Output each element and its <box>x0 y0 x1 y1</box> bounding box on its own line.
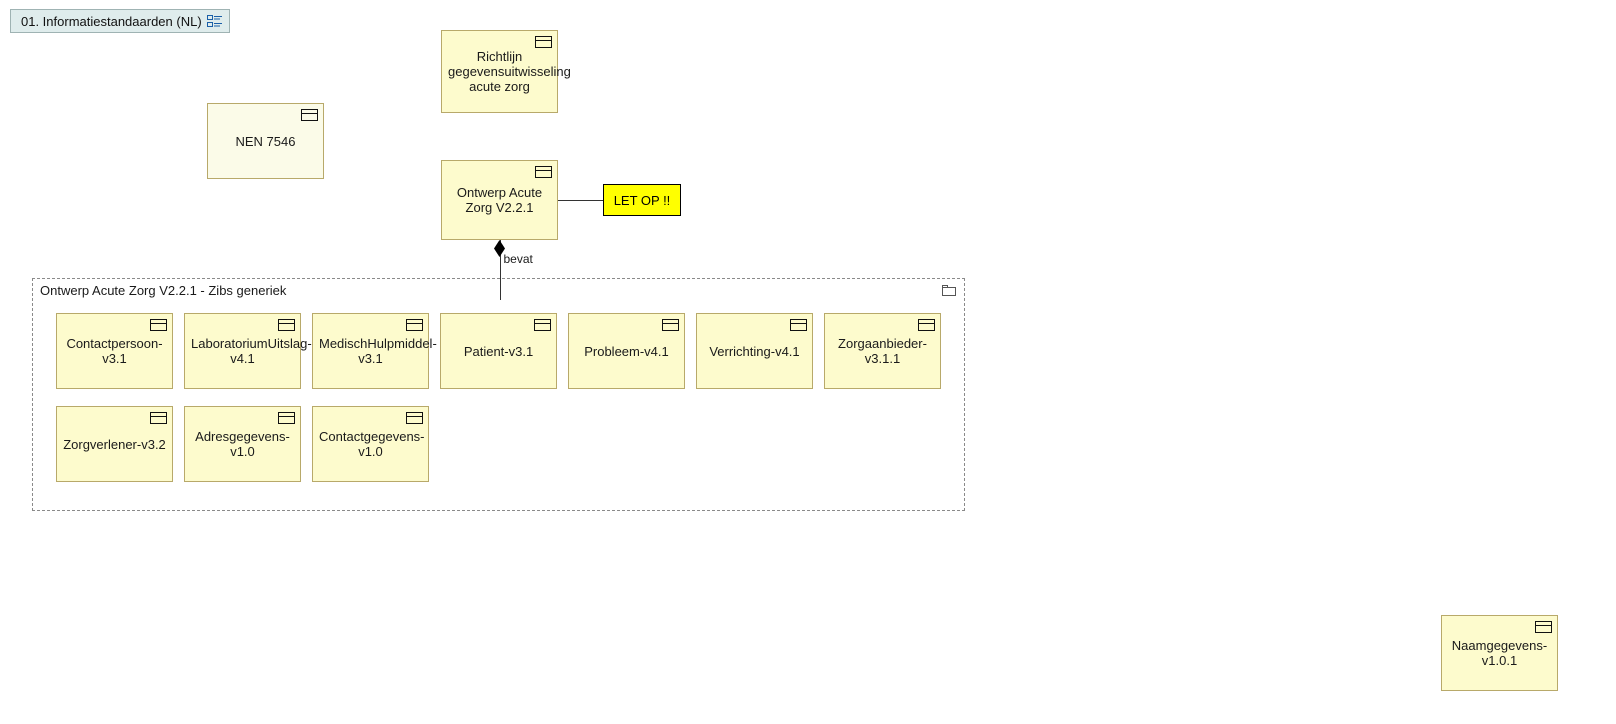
connector-label-bevat: bevat <box>503 252 533 266</box>
class-glyph-icon <box>278 319 295 331</box>
class-glyph-icon <box>790 319 807 331</box>
package-title-label: Ontwerp Acute Zorg V2.2.1 - Zibs generie… <box>40 283 287 298</box>
class-glyph-icon <box>1535 621 1552 633</box>
class-glyph-icon <box>535 36 552 48</box>
element-ontwerp-acute-zorg-v221[interactable]: Ontwerp Acute Zorg V2.2.1 <box>441 160 558 240</box>
element-label: Ontwerp Acute Zorg V2.2.1 <box>456 185 543 215</box>
class-glyph-icon <box>406 412 423 424</box>
diagram-title-label: 01. Informatiestandaarden (NL) <box>21 13 202 29</box>
element-probleem[interactable]: Probleem-v4.1 <box>568 313 685 389</box>
element-label: Patient-v3.1 <box>463 343 534 359</box>
element-laboratoriumuitslag[interactable]: LaboratoriumUitslag-v4.1 <box>184 313 312 389</box>
element-label: MedischHulpmiddel-v3.1 <box>319 336 437 366</box>
element-label: Zorgaanbieder-v3.1.1 <box>838 336 927 366</box>
connector-ontwerp-to-note[interactable] <box>558 200 603 201</box>
class-glyph-icon <box>301 109 318 121</box>
class-glyph-icon <box>535 166 552 178</box>
element-label: Probleem-v4.1 <box>584 343 669 359</box>
element-label: Zorgverlener-v3.2 <box>63 436 166 452</box>
class-glyph-icon <box>150 412 167 424</box>
class-glyph-icon <box>662 319 679 331</box>
element-label: Verrichting-v4.1 <box>709 343 800 359</box>
element-label: NEN 7546 <box>235 133 296 149</box>
class-glyph-icon <box>534 319 551 331</box>
diagram-title-tab[interactable]: 01. Informatiestandaarden (NL) <box>10 9 230 33</box>
class-glyph-icon <box>278 412 295 424</box>
element-label: Adresgegevens-v1.0 <box>195 429 290 459</box>
element-label: LaboratoriumUitslag-v4.1 <box>191 336 312 366</box>
composition-diamond-icon <box>494 240 505 257</box>
element-adresgegevens[interactable]: Adresgegevens-v1.0 <box>184 406 301 482</box>
element-label: Contactpersoon-v3.1 <box>66 336 163 366</box>
package-zibs-generiek[interactable]: Ontwerp Acute Zorg V2.2.1 - Zibs generie… <box>32 278 965 511</box>
class-glyph-icon <box>406 319 423 331</box>
element-zorgverlener[interactable]: Zorgverlener-v3.2 <box>56 406 173 482</box>
element-label: Contactgegevens-v1.0 <box>319 429 425 459</box>
element-label: Richtlijn gegevensuitwisseling acute zor… <box>448 49 571 94</box>
note-label: LET OP !! <box>613 192 671 208</box>
element-patient[interactable]: Patient-v3.1 <box>440 313 557 389</box>
element-verrichting[interactable]: Verrichting-v4.1 <box>696 313 813 389</box>
class-glyph-icon <box>918 319 935 331</box>
note-let-op[interactable]: LET OP !! <box>603 184 681 216</box>
element-medischhulpmiddel[interactable]: MedischHulpmiddel-v3.1 <box>312 313 437 389</box>
class-glyph-icon <box>150 319 167 331</box>
element-richtlijn-gegevensuitwisseling-acute-zorg[interactable]: Richtlijn gegevensuitwisseling acute zor… <box>441 30 571 113</box>
element-contactpersoon[interactable]: Contactpersoon-v3.1 <box>56 313 173 389</box>
element-contactgegevens[interactable]: Contactgegevens-v1.0 <box>312 406 429 482</box>
tree-view-icon[interactable] <box>207 14 223 28</box>
element-label: Naamgegevens-v1.0.1 <box>1451 638 1548 668</box>
connector-ontwerp-to-package[interactable] <box>499 240 501 300</box>
element-zorgaanbieder[interactable]: Zorgaanbieder-v3.1.1 <box>824 313 941 389</box>
element-nen-7546[interactable]: NEN 7546 <box>207 103 324 179</box>
element-naamgegevens-v101[interactable]: Naamgegevens-v1.0.1 <box>1441 615 1558 691</box>
